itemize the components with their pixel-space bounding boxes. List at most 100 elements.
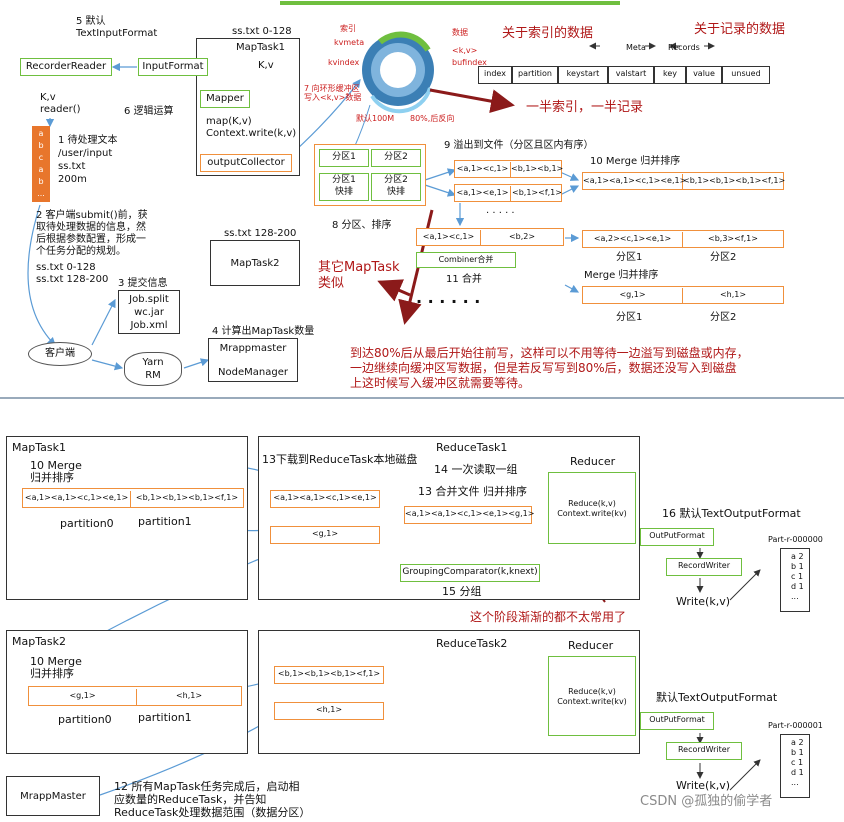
merge-cell: <h,1> xyxy=(719,290,747,299)
client-submit-note: 2 客户端submit()前，获取待处理数据的信息，然后根据参数配置，形成一个任… xyxy=(36,210,148,257)
input-format-box: InputFormat xyxy=(138,58,208,76)
merge-row-2: <a,2><c,1><e,1> <b,3><f,1> xyxy=(582,230,784,248)
spill-row-2: <a,1><e,1> <b,1><f,1> xyxy=(454,184,562,202)
meta-col: partition xyxy=(512,66,558,84)
merge-title-2: Merge 归并排序 xyxy=(584,270,659,281)
spill-title: 9 溢出到文件（分区且区内有序） xyxy=(444,140,594,151)
reducer-title: Reducer xyxy=(570,455,616,468)
maptask1-bottom-title: MapTask1 xyxy=(12,441,66,454)
meta-col: unsued xyxy=(722,66,770,84)
record-writer-box-2: RecordWriter xyxy=(666,742,742,760)
record-data-title: 关于记录的数据 xyxy=(694,22,786,37)
grouping-comparator-box: GroupingComparator(k,knext) xyxy=(400,564,540,582)
merge-cell: <a,1><a,1><c,1><e,1> xyxy=(583,174,686,190)
combiner-cell: <a,1><c,1> xyxy=(417,230,481,246)
ring-kvindex-label: kvindex xyxy=(328,58,360,67)
default-output-label-2: 默认TextOutputFormat xyxy=(656,691,778,704)
mrappmaster-box: Mrappmaster NodeManager xyxy=(208,338,298,382)
spill-cell: <b,1><b,1> xyxy=(511,164,564,173)
ring-buffer-icon xyxy=(362,31,434,114)
maptask2-merged-row: <g,1> <h,1> xyxy=(28,686,242,706)
output-collector-box: outputCollector xyxy=(200,154,292,172)
client-node: 客户端 xyxy=(28,342,92,366)
ring-write-label: 7 向环形缓冲区写入<k,v>数据 xyxy=(304,84,362,102)
partition2-cell: 分区2 xyxy=(371,149,421,167)
reduce-call-label-2: Reduce(k,v)Context.write(kv) xyxy=(557,687,627,706)
meta-col: index xyxy=(478,66,512,84)
watermark: CSDN @孤独的偷学者 xyxy=(640,794,773,809)
kv-label: K,v xyxy=(258,60,274,71)
big-ellipsis: · · · · · · xyxy=(416,292,481,311)
maptask1-merged-row: <a,1><a,1><c,1><e,1> <b,1><b,1><b,1><f,1… xyxy=(22,488,244,508)
index-data-title: 关于索引的数据 xyxy=(502,26,594,41)
partition1-label-3: partition1 xyxy=(138,711,192,724)
ring-data-label: 数据 xyxy=(452,28,468,37)
maptask2-bottom-title: MapTask2 xyxy=(12,635,66,648)
spill-ellipsis: · · · · · xyxy=(486,208,515,219)
mapper-box: Mapper xyxy=(200,90,250,108)
partition1-cell: 分区1 xyxy=(319,149,369,167)
partition-sort-label: 8 分区、排序 xyxy=(332,220,392,231)
maptask1-bottom-box xyxy=(6,436,248,600)
merged-cell: <g,1> xyxy=(29,689,137,705)
write-kv-label: Write(k,v) xyxy=(676,595,731,608)
meta-table: index partition keystart valstart key va… xyxy=(478,66,770,84)
partition2-label-2: 分区2 xyxy=(710,312,737,323)
meta-col: key xyxy=(654,66,686,84)
mrappmaster-bottom-box: MrappMaster xyxy=(6,776,100,816)
meta-col: valstart xyxy=(608,66,654,84)
mrappmaster-label: Mrappmaster xyxy=(219,343,287,354)
reduce1-input-cell: <a,1><a,1><c,1><e,1> xyxy=(270,490,380,508)
reduce2-cell-2: <h,1> xyxy=(274,702,384,720)
combine-label: 11 合并 xyxy=(446,274,482,285)
meta-label: Meta xyxy=(626,43,646,52)
group15-label: 15 分组 xyxy=(442,585,482,598)
ring-index-label: 索引 xyxy=(340,24,356,33)
reducer-box: Reduce(k,v)Context.write(kv) xyxy=(548,472,636,544)
records-label: Records xyxy=(668,43,700,52)
merge-title: 10 Merge 归并排序 xyxy=(590,156,681,167)
meta-col: value xyxy=(686,66,722,84)
default-output-label: 16 默认TextOutputFormat xyxy=(662,507,801,520)
partition1-sorted-cell: 分区1 快排 xyxy=(319,173,369,201)
record-writer-box: RecordWriter xyxy=(666,558,742,576)
merged-cell: <a,1><a,1><c,1><e,1> xyxy=(23,491,131,507)
buffer-80-note: 到达80%后从最后开始往前写，这样可以不用等待一边溢写到磁盘或内存，一边继续向缓… xyxy=(350,346,749,390)
submit-info-label: 3 提交信息 xyxy=(118,278,168,289)
merge-files-label: 13 合并文件 归并排序 xyxy=(418,485,527,498)
partition2-label: 分区2 xyxy=(710,252,737,263)
merge-row-3: <g,1> <h,1> xyxy=(582,286,784,304)
partition2-sorted-cell: 分区2 快排 xyxy=(371,173,421,201)
partition-group-box: 分区1 分区2 分区1 快排 分区2 快排 xyxy=(314,144,426,206)
half-note: 一半索引，一半记录 xyxy=(526,100,644,115)
nodemanager-label: NodeManager xyxy=(218,367,288,378)
merged-cell: <b,1><b,1><b,1><f,1> xyxy=(135,493,239,502)
ring-bufindex-label: bufindex xyxy=(452,58,487,67)
maptask2-box: MapTask2 xyxy=(210,240,300,286)
recorder-reader-box: RecorderReader xyxy=(20,58,112,76)
spill-cell: <a,1><c,1> xyxy=(455,162,511,178)
merge-cell: <g,1> xyxy=(583,288,683,304)
reducetask1-title: ReduceTask1 xyxy=(436,441,508,454)
partition0-label: partition0 xyxy=(60,517,114,530)
output-format-box-2: OutPutFormat xyxy=(640,712,714,730)
output-format-box: OutPutFormat xyxy=(640,528,714,546)
split-range-label: ss.txt 0-128 xyxy=(232,26,292,37)
combiner-row: <a,1><c,1> <b,2> xyxy=(416,228,564,246)
partition0-label-2: partition0 xyxy=(58,713,112,726)
merged-cell: <h,1> xyxy=(175,691,203,700)
spill-cell: <a,1><e,1> xyxy=(455,186,511,202)
partition1-label-2: 分区1 xyxy=(616,312,643,323)
merge-cell: <b,1><b,1><b,1><f,1> xyxy=(683,176,786,185)
ring-default-100m: 默认100M xyxy=(356,114,395,123)
reduce2-cell-1: <b,1><b,1><b,1><f,1> xyxy=(274,666,384,684)
